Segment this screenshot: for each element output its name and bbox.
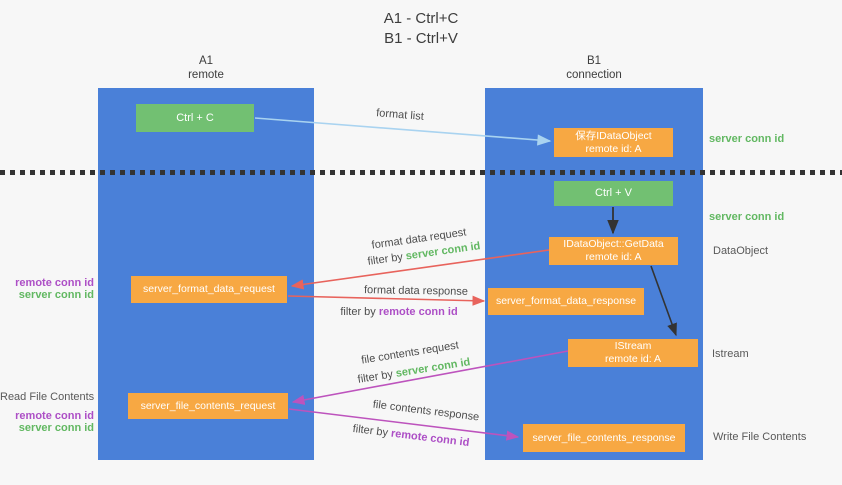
node-format-response-label: server_format_data_response bbox=[495, 295, 637, 307]
node-server-file-contents-response: server_file_contents_response bbox=[523, 424, 685, 452]
side-label-server-conn-id-left-1: server conn id bbox=[18, 289, 94, 301]
side-label-istream: Istream bbox=[712, 348, 749, 360]
side-label-dataobject: DataObject bbox=[713, 245, 769, 257]
side-label-server-conn-id-top: server conn id bbox=[709, 133, 785, 145]
diagram-title: A1 - Ctrl+C B1 - Ctrl+V bbox=[0, 9, 842, 49]
separator-dotted-line bbox=[0, 170, 842, 175]
node-idataobject-getdata: IDataObject::GetData remote id: A bbox=[549, 237, 678, 265]
node-save-idataobject: 保存IDataObject remote id: A bbox=[554, 128, 673, 157]
side-label-read-file-contents: Read File Contents bbox=[0, 391, 95, 403]
label-format-list: format list bbox=[375, 107, 425, 123]
lane-header-b1: B1 connection bbox=[485, 54, 703, 82]
lane-a1-name: A1 bbox=[198, 55, 214, 67]
title-line-1: A1 - Ctrl+C bbox=[383, 10, 459, 27]
node-istream: IStream remote id: A bbox=[568, 339, 698, 367]
node-save-idataobject-line1: 保存IDataObject bbox=[575, 129, 652, 142]
node-file-response-label: server_file_contents_response bbox=[532, 431, 676, 444]
node-getdata-line2: remote id: A bbox=[585, 251, 642, 263]
node-ctrl-c-label: Ctrl + C bbox=[176, 111, 214, 124]
node-server-format-data-response: server_format_data_response bbox=[488, 288, 644, 315]
side-label-remote-conn-id-left-2: remote conn id bbox=[15, 410, 94, 422]
lane-b1-role: connection bbox=[566, 69, 622, 81]
node-server-file-contents-request: server_file_contents_request bbox=[128, 393, 288, 419]
label-filter-by-remote-conn-id-2: filter by remote conn id bbox=[352, 422, 470, 450]
node-istream-line1: IStream bbox=[614, 340, 652, 352]
node-server-format-data-request: server_format_data_request bbox=[131, 276, 287, 303]
title-line-2: B1 - Ctrl+V bbox=[384, 30, 458, 47]
node-ctrl-v: Ctrl + V bbox=[554, 181, 673, 206]
node-file-request-label: server_file_contents_request bbox=[140, 399, 276, 412]
lane-header-a1: A1 remote bbox=[98, 54, 314, 82]
label-file-contents-response: file contents response bbox=[372, 398, 480, 424]
label-format-data-response: format data response bbox=[363, 284, 469, 298]
node-ctrl-c: Ctrl + C bbox=[136, 104, 254, 132]
node-istream-line2: remote id: A bbox=[604, 353, 662, 365]
node-format-request-label: server_format_data_request bbox=[143, 283, 275, 295]
side-label-write-file-contents: Write File Contents bbox=[713, 431, 807, 443]
node-ctrl-v-label: Ctrl + V bbox=[595, 187, 632, 199]
side-label-remote-conn-id-left-1: remote conn id bbox=[15, 277, 94, 289]
lane-a1-role: remote bbox=[188, 69, 224, 81]
label-filter-by-remote-conn-id-1: filter by remote conn id bbox=[340, 306, 458, 318]
side-label-server-conn-id-left-2: server conn id bbox=[18, 422, 94, 434]
node-getdata-line1: IDataObject::GetData bbox=[563, 238, 664, 250]
node-save-idataobject-line2: remote id: A bbox=[585, 142, 642, 155]
side-label-server-conn-id-mid: server conn id bbox=[709, 211, 785, 223]
lane-b1-name: B1 bbox=[586, 55, 602, 67]
